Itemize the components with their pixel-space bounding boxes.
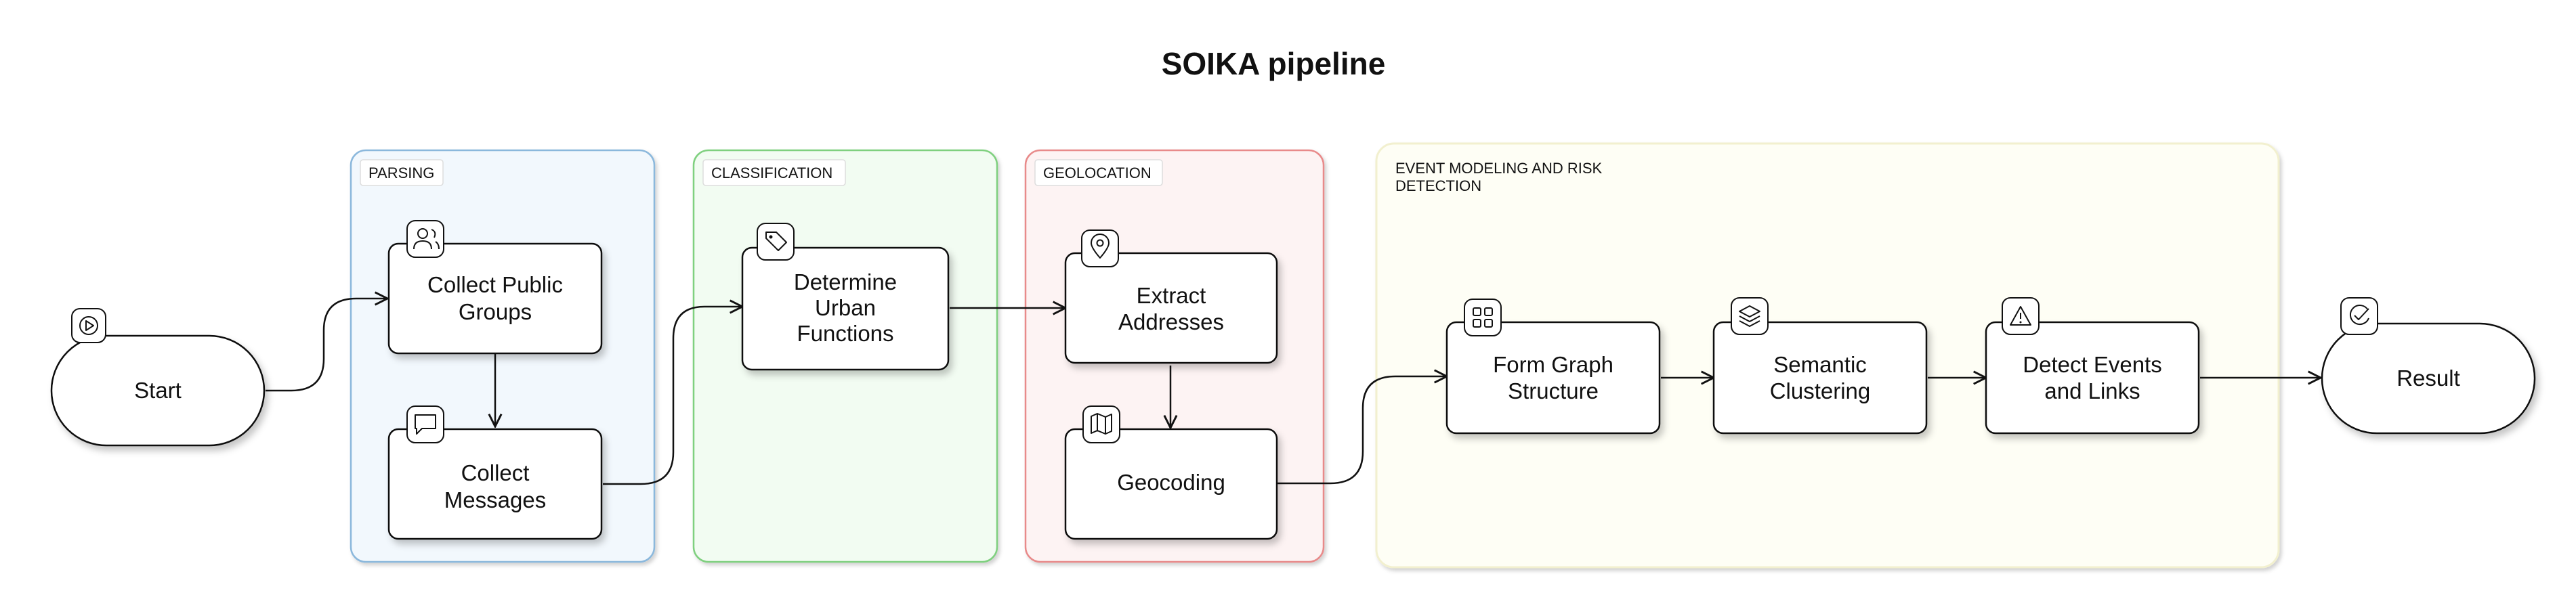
group-label-event-line2: DETECTION (1395, 177, 1481, 194)
edge-start-to-collect-groups (266, 299, 387, 392)
tag-icon (757, 223, 795, 261)
node-result-label: Result (2396, 366, 2460, 391)
group-label-event-line1: EVENT MODELING AND RISK (1395, 160, 1603, 177)
node-detect-label-1: Detect Events (2023, 352, 2161, 377)
node-collect-messages-label-2: Messages (444, 487, 546, 512)
group-label-parsing: PARSING (368, 164, 434, 181)
node-result: Result (2321, 297, 2536, 435)
node-start-label: Start (134, 378, 182, 403)
node-collect-messages: Collect Messages (387, 405, 603, 540)
play-icon (71, 308, 106, 343)
edge-geocoding-to-form-graph (1278, 376, 1447, 485)
node-collect-messages-label-1: Collect (461, 460, 530, 485)
node-form-graph-label-2: Structure (1508, 378, 1599, 403)
node-form-graph-label-1: Form Graph (1493, 352, 1613, 377)
node-collect-public-groups-label-1: Collect Public (427, 272, 563, 297)
users-icon (406, 220, 444, 258)
node-semantic-label-2: Clustering (1770, 378, 1871, 403)
message-icon (406, 405, 444, 443)
alert-triangle-icon (2002, 297, 2040, 335)
node-determine-urban-functions: Determine Urban Functions (741, 223, 950, 371)
node-semantic-clustering: Semantic Clustering (1712, 297, 1928, 435)
node-determine-label-2: Urban (815, 295, 876, 320)
node-collect-public-groups: Collect Public Groups (387, 220, 603, 355)
node-start: Start (50, 308, 266, 447)
node-geocoding-label: Geocoding (1117, 470, 1225, 495)
node-geocoding: Geocoding (1064, 405, 1278, 540)
node-detect-events-and-links: Detect Events and Links (1985, 297, 2200, 435)
check-circle-icon (2340, 297, 2378, 335)
map-pin-icon (1081, 229, 1119, 267)
node-determine-label-3: Functions (797, 321, 893, 346)
node-determine-label-1: Determine (794, 269, 897, 294)
grid-icon (1464, 299, 1502, 336)
layers-icon (1731, 297, 1769, 335)
node-extract-addresses: Extract Addresses (1064, 229, 1278, 364)
edge-messages-to-determine (603, 307, 742, 485)
node-detect-label-2: and Links (2044, 378, 2140, 403)
node-extract-label-1: Extract (1137, 283, 1206, 308)
node-semantic-label-1: Semantic (1773, 352, 1867, 377)
group-label-geolocation: GEOLOCATION (1043, 164, 1152, 181)
node-collect-public-groups-label-2: Groups (459, 299, 532, 324)
node-form-graph-structure: Form Graph Structure (1445, 299, 1661, 435)
group-label-classification: CLASSIFICATION (711, 164, 832, 181)
diagram-title: SOIKA pipeline (1162, 46, 1386, 81)
connectors (266, 299, 2321, 485)
node-extract-label-2: Addresses (1118, 309, 1224, 334)
map-icon (1082, 405, 1120, 443)
